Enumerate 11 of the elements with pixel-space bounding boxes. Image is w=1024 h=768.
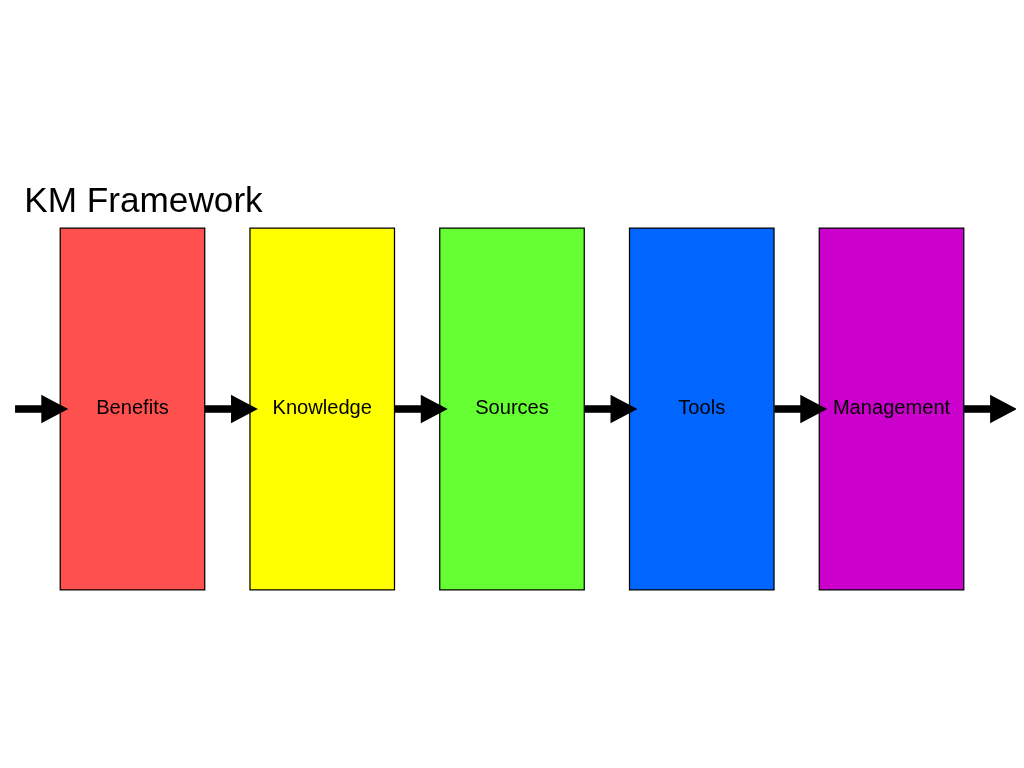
node-box: Benefits — [59, 226, 206, 591]
diagram-title: KM Framework — [24, 179, 263, 219]
node-box: Sources — [439, 226, 585, 591]
arrow — [394, 394, 448, 423]
arrow — [205, 394, 258, 423]
node-box: Management — [818, 226, 965, 591]
node-box: Knowledge — [249, 226, 396, 591]
arrow — [584, 394, 638, 423]
node-box: Tools — [628, 226, 775, 591]
arrow — [774, 394, 828, 423]
arrow — [964, 394, 1016, 423]
